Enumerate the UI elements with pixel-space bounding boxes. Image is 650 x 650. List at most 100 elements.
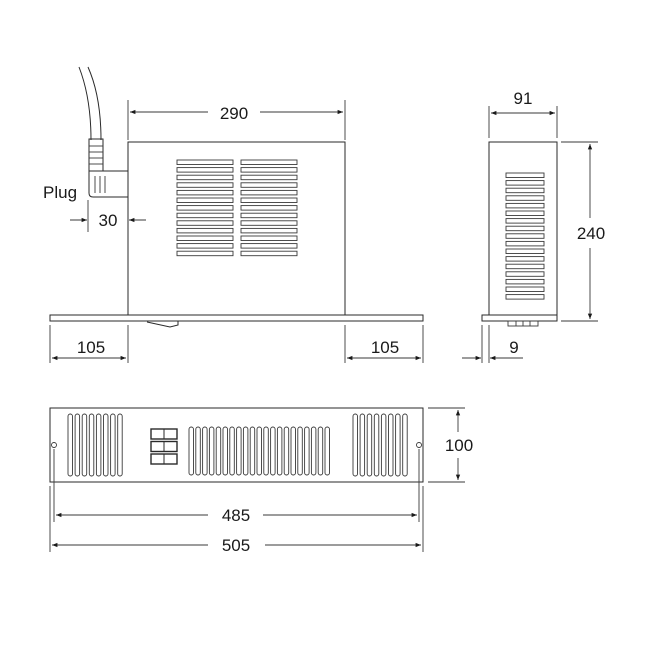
dim-left-overhang-105: 105 bbox=[77, 338, 105, 357]
vent-slot bbox=[176, 220, 234, 226]
vent-slot bbox=[297, 426, 303, 476]
foot-icon bbox=[507, 320, 539, 327]
vent-slot bbox=[236, 426, 242, 476]
vent-slot bbox=[505, 286, 545, 292]
vent-slot bbox=[176, 212, 234, 219]
bottom-vent-right bbox=[352, 413, 408, 477]
plug-label: Plug bbox=[43, 183, 77, 202]
switch-panel-icon bbox=[150, 428, 178, 465]
vent-slot bbox=[88, 413, 95, 477]
power-cable bbox=[78, 66, 92, 141]
vent-slot bbox=[176, 250, 234, 257]
vent-slot bbox=[242, 426, 249, 476]
vent-slot bbox=[240, 243, 298, 249]
bottom-vent-center bbox=[188, 426, 330, 476]
vent-slot bbox=[74, 413, 81, 477]
vent-slot bbox=[240, 174, 298, 181]
vent-slot bbox=[240, 205, 298, 211]
vent-slot bbox=[240, 182, 298, 188]
vent-slot bbox=[176, 159, 234, 165]
vent-slot bbox=[388, 413, 394, 477]
vent-slot bbox=[505, 233, 545, 239]
vent-slot bbox=[176, 197, 234, 203]
vent-slot bbox=[229, 426, 235, 476]
vent-slot bbox=[505, 218, 545, 224]
vent-slot bbox=[505, 263, 545, 270]
vent-slot bbox=[195, 426, 201, 476]
vent-slot bbox=[176, 227, 234, 234]
side-base-plate bbox=[481, 314, 558, 322]
vent-slot bbox=[505, 271, 545, 277]
vent-slot bbox=[176, 235, 234, 241]
vent-slot bbox=[505, 187, 545, 194]
vent-slot bbox=[283, 426, 290, 476]
mount-hole-right bbox=[416, 442, 422, 448]
vent-slot bbox=[110, 413, 116, 477]
dim-depth-100: 100 bbox=[445, 436, 473, 455]
vent-slot bbox=[67, 413, 73, 477]
vent-slot bbox=[202, 426, 208, 476]
vent-slot bbox=[188, 426, 194, 476]
vent-slot bbox=[95, 413, 102, 477]
vent-slot bbox=[240, 220, 298, 226]
vent-slot bbox=[176, 205, 234, 211]
vent-slot bbox=[176, 189, 234, 196]
switch-icon bbox=[146, 320, 179, 328]
vent-slot bbox=[505, 210, 545, 216]
dim-plug-30: 30 bbox=[99, 211, 118, 230]
vent-slot bbox=[240, 167, 298, 173]
vent-slot bbox=[176, 243, 234, 249]
vent-slot bbox=[505, 180, 545, 186]
bottom-vent-left bbox=[67, 413, 123, 477]
vent-slot bbox=[240, 250, 298, 257]
vent-slot bbox=[505, 195, 545, 201]
vent-slot bbox=[352, 413, 358, 477]
base-plate bbox=[49, 314, 424, 322]
vent-slot bbox=[240, 189, 298, 196]
dim-right-overhang-105: 105 bbox=[371, 338, 399, 357]
vent-slot bbox=[324, 426, 330, 476]
vent-slot bbox=[240, 212, 298, 219]
vent-slot bbox=[505, 294, 545, 300]
vent-slot bbox=[240, 197, 298, 203]
vent-slot bbox=[505, 225, 545, 232]
vent-slot bbox=[380, 413, 387, 477]
dim-hole-spacing-485: 485 bbox=[222, 506, 250, 525]
vent-slot bbox=[290, 426, 296, 476]
vent-slot bbox=[176, 182, 234, 188]
bottom-view: 100 485 505 bbox=[49, 407, 473, 555]
vent-slot bbox=[402, 413, 408, 477]
vent-slot bbox=[222, 426, 228, 476]
side-view: 91 240 9 bbox=[462, 89, 605, 363]
vent-slot bbox=[310, 426, 317, 476]
vent-slot bbox=[263, 426, 269, 476]
dim-width-290: 290 bbox=[220, 104, 248, 123]
vent-slot bbox=[505, 248, 545, 254]
vent-slot bbox=[81, 413, 88, 477]
vent-slot bbox=[215, 426, 222, 476]
side-vent bbox=[505, 172, 545, 300]
housing-bottom bbox=[49, 407, 424, 483]
vent-slot bbox=[317, 426, 324, 476]
vent-slot bbox=[505, 278, 545, 285]
housing-front bbox=[127, 141, 346, 316]
vent-slot bbox=[505, 256, 545, 262]
mount-hole-left bbox=[51, 442, 57, 448]
vent-slot bbox=[240, 235, 298, 241]
vent-slot bbox=[176, 167, 234, 173]
vent-slot bbox=[103, 413, 109, 477]
vent-slot bbox=[505, 202, 545, 209]
vent-slot bbox=[359, 413, 366, 477]
vent-slot bbox=[249, 426, 256, 476]
vent-slot bbox=[117, 413, 123, 477]
vent-slot bbox=[176, 174, 234, 181]
vent-slot bbox=[505, 172, 545, 178]
plug-icon bbox=[88, 138, 129, 198]
dim-base-offset-9: 9 bbox=[509, 338, 518, 357]
vent-slot bbox=[208, 426, 215, 476]
vent-slot bbox=[270, 426, 276, 476]
front-view: Plug 290 30 105 105 bbox=[43, 66, 424, 363]
dim-height-240: 240 bbox=[577, 224, 605, 243]
dim-overall-length-505: 505 bbox=[222, 536, 250, 555]
